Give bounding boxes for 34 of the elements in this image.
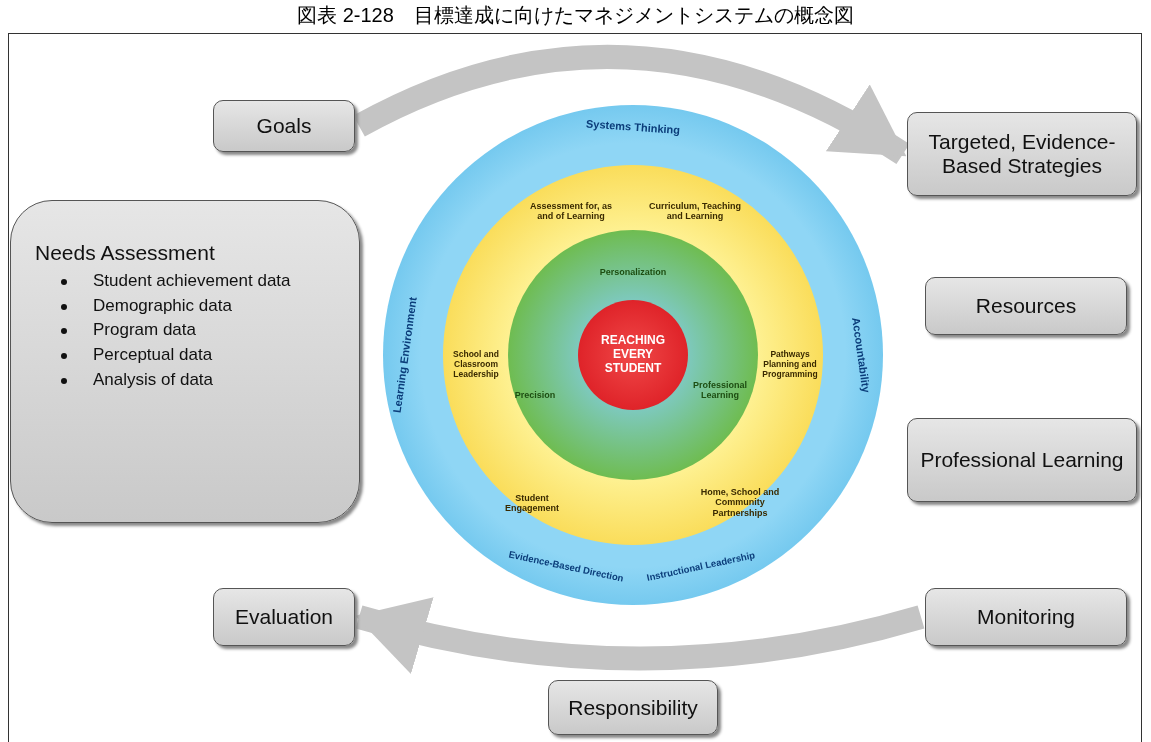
- ring-label: Learning Environment: [390, 296, 420, 414]
- rounded-box: [548, 680, 718, 735]
- box-label: Monitoring: [976, 605, 1076, 629]
- box-label: Targeted, Evidence-Based Strategies: [927, 130, 1117, 178]
- box-label: Resources: [975, 294, 1077, 318]
- ring-label: Precision: [513, 389, 557, 401]
- title: 図表 2-128 目標達成に向けたマネジメントシステムの概念図: [296, 3, 855, 28]
- ring-label: Accountability: [849, 316, 873, 394]
- ring-label: Pathways Planning and Programming: [761, 350, 819, 380]
- list-item: Program data: [93, 320, 196, 340]
- box-label: Professional Learning: [920, 448, 1124, 472]
- ring-label: Professional Learning: [692, 379, 748, 401]
- list-item: Perceptual data: [93, 344, 213, 364]
- rounded-box: [213, 100, 355, 152]
- curved-arrow: [355, 595, 925, 673]
- ring-label: Curriculum, Teaching and Learning: [648, 200, 742, 222]
- ring-label: School and Classroom Leadership: [452, 350, 500, 380]
- box-label: Goals: [256, 114, 312, 138]
- rounded-box: [925, 277, 1127, 335]
- rounded-box: [907, 418, 1137, 502]
- rounded-box: [213, 588, 355, 646]
- list-item: Demographic data: [93, 295, 232, 315]
- ring-label: Systems Thinking: [585, 117, 681, 137]
- panel-heading: Needs Assessment: [35, 241, 216, 265]
- rounded-panel: [10, 200, 360, 523]
- box-label: Evaluation: [234, 605, 334, 629]
- box-label: Responsibility: [568, 695, 698, 720]
- ring-label: Assessment for, as and of Learning: [528, 200, 613, 222]
- rounded-box: [907, 112, 1137, 196]
- list-item: Student achievement data: [93, 271, 291, 290]
- center-label: REACHING EVERY STUDENT: [600, 334, 666, 376]
- list-item: Analysis of data: [93, 369, 213, 389]
- rounded-box: [925, 588, 1127, 646]
- ring-label: Personalization: [598, 266, 668, 278]
